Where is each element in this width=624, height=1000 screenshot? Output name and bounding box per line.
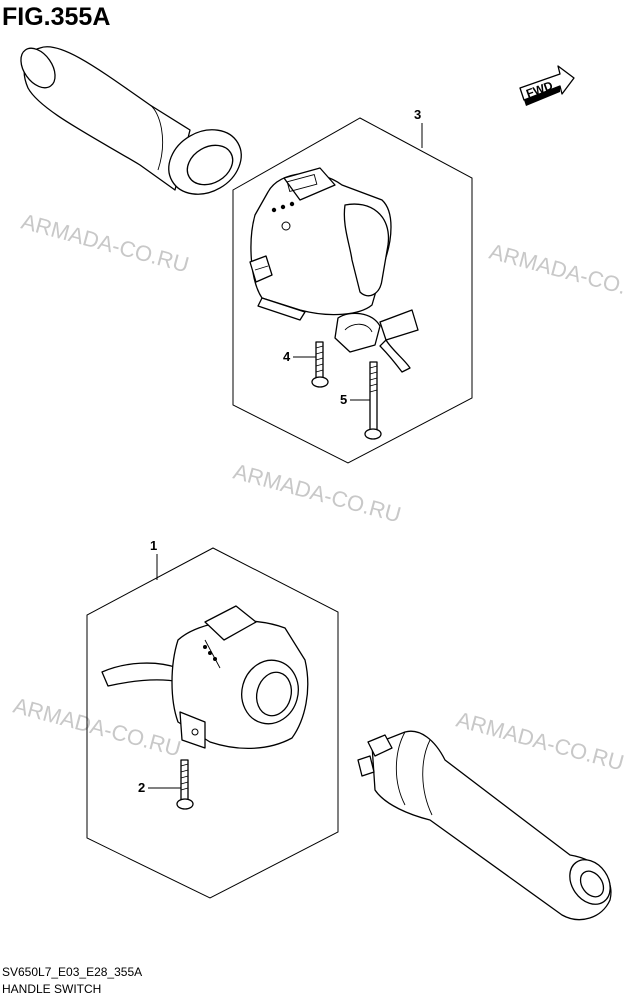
callout-2: 2 (138, 780, 145, 795)
watermark-5: ARMADA-CO.RU (454, 707, 624, 776)
fwd-arrow-icon: FWD (519, 65, 575, 106)
assembly-frame-3 (232, 117, 473, 464)
watermark-3: ARMADA-CO.RU (231, 459, 404, 528)
screw-part-5 (364, 361, 382, 440)
screw-part-4 (311, 341, 329, 388)
watermark-2: ARMADA-CO.RU (487, 239, 624, 308)
screw-part-2 (176, 759, 194, 810)
left-grip-part (20, 46, 242, 195)
callout-1: 1 (150, 538, 157, 553)
right-handle-switch-part (101, 605, 309, 750)
callout-4: 4 (283, 349, 291, 364)
left-handle-switch-part (249, 167, 419, 373)
right-grip-part (357, 730, 612, 921)
callout-5: 5 (340, 392, 347, 407)
figure-title: FIG.355A (2, 3, 110, 31)
watermark-4: ARMADA-CO.RU (11, 693, 184, 762)
callout-3: 3 (414, 107, 421, 122)
figure-code: SV650L7_E03_E28_355A (2, 965, 142, 979)
figure-caption: HANDLE SWITCH (2, 982, 101, 996)
watermark-1: ARMADA-CO.RU (19, 209, 192, 278)
assembly-frame-1 (86, 547, 339, 899)
